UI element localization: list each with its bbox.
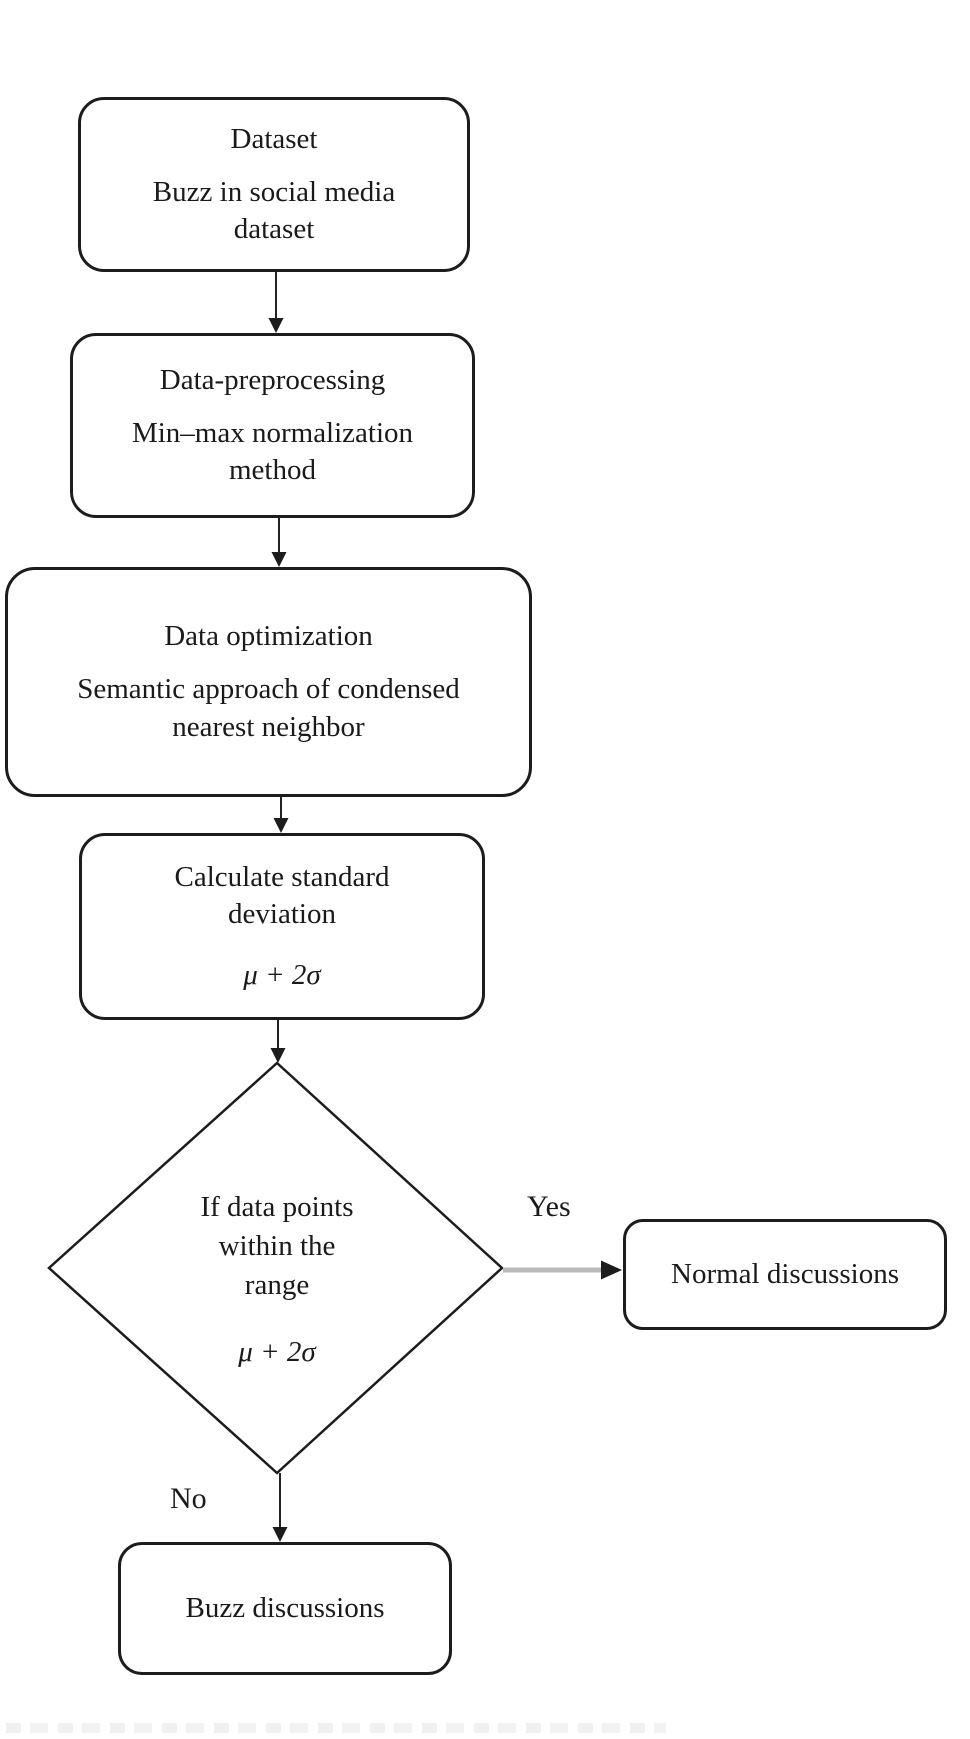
node-preprocessing: Data-preprocessing Min–max normalization… (70, 333, 475, 518)
node-buzz-discussions: Buzz discussions (118, 1542, 452, 1675)
cropped-caption-remnant (6, 1723, 666, 1733)
node-decision-text: If data points within the range μ + 2σ (167, 1188, 387, 1373)
node-optimization-subtitle: Semantic approach of condensed nearest n… (77, 673, 460, 743)
node-decision-line3: range (244, 1269, 310, 1302)
node-dataset-subtitle: Buzz in social media dataset (152, 175, 396, 246)
node-dataset: Dataset Buzz in social media dataset (78, 97, 470, 272)
node-normal-label: Normal discussions (671, 1257, 899, 1290)
node-stddev-formula: μ + 2σ (243, 959, 321, 992)
node-optimization: Data optimization Semantic approach of c… (5, 567, 532, 797)
node-preprocessing-title: Data-preprocessing (159, 363, 386, 396)
node-decision-line2: within the (218, 1230, 336, 1263)
arrow-down-icon (273, 818, 289, 833)
decision-diamond-shape (47, 1061, 504, 1475)
node-stddev-title: Calculate standard deviation (174, 860, 390, 930)
arrow-down-icon (268, 318, 284, 333)
node-dataset-title: Dataset (230, 122, 318, 155)
arrow-down-icon (271, 552, 287, 567)
arrow-right-icon (601, 1260, 622, 1280)
node-preprocessing-subtitle: Min–max normalization method (131, 416, 414, 487)
node-normal-discussions: Normal discussions (623, 1219, 947, 1330)
edge-no-label: No (170, 1482, 207, 1515)
node-decision-line1: If data points (200, 1191, 354, 1223)
edge-yes-label: Yes (527, 1190, 571, 1223)
arrow-down-icon (270, 1048, 286, 1063)
node-decision-formula: μ + 2σ (238, 1336, 316, 1369)
node-buzz-label: Buzz discussions (185, 1591, 385, 1624)
arrow-down-icon (272, 1527, 288, 1542)
node-stddev: Calculate standard deviation μ + 2σ (79, 833, 485, 1020)
node-optimization-title: Data optimization (164, 620, 373, 653)
